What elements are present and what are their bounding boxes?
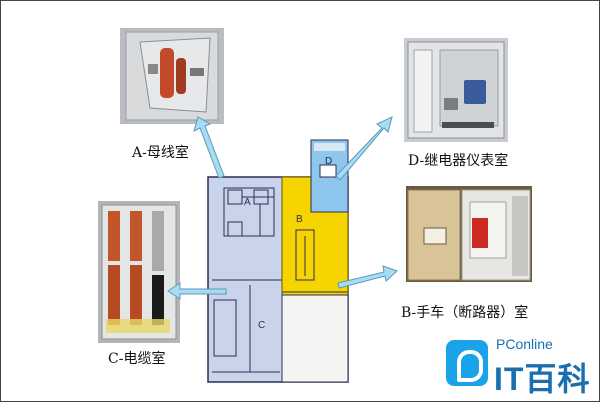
pconline-logo-icon: [446, 340, 488, 386]
relay-compartment-label: D-继电器仪表室: [408, 153, 509, 169]
logo-big-text: IT百科: [494, 361, 591, 397]
breaker-compartment-photo: [406, 186, 532, 282]
zone-d-letter: D: [325, 156, 332, 167]
arrow-to-relay: [335, 116, 393, 181]
pconline-logo: PConline IT百科: [446, 334, 596, 397]
arrow-to-cable: [167, 282, 227, 300]
logo-small-text: PConline: [496, 336, 553, 352]
lower-right-panel: [281, 294, 349, 383]
cable-compartment-photo: [98, 201, 180, 343]
arrow-to-busbar: [193, 116, 225, 179]
cable-compartment-label: C-电缆室: [108, 351, 166, 367]
breaker-compartment-label: B-手车（断路器）室: [401, 305, 529, 321]
busbar-compartment-photo: [120, 28, 224, 124]
zone-a-letter: A: [244, 197, 251, 208]
zone-c-letter: C: [258, 320, 265, 331]
arrow-to-breaker: [337, 265, 398, 289]
busbar-compartment-label: A-母线室: [132, 145, 189, 161]
zone-b-letter: B: [296, 214, 303, 225]
relay-compartment-photo: [404, 38, 508, 142]
